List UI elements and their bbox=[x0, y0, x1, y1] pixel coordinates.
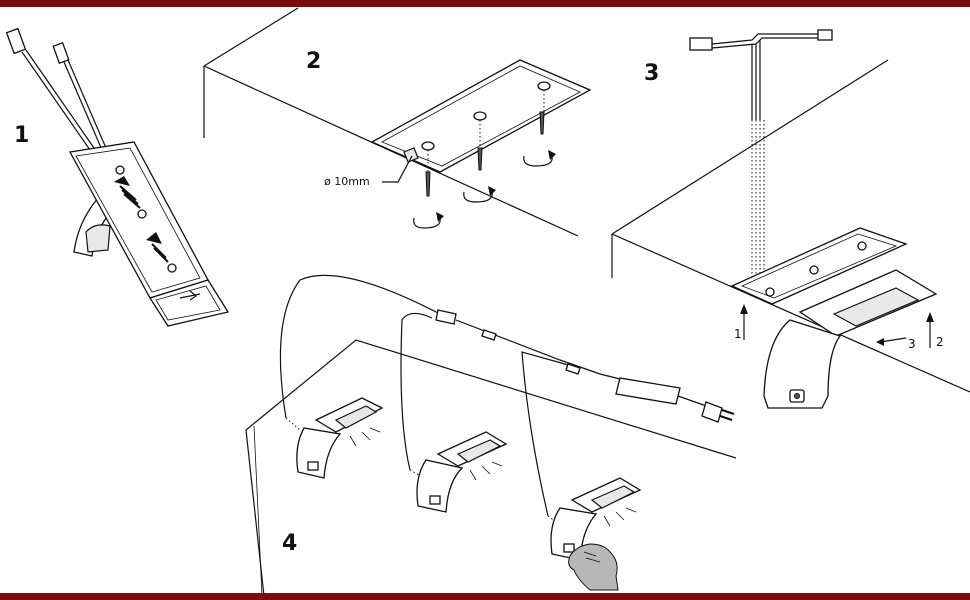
step-1-number: 1 bbox=[14, 123, 29, 148]
power-driver bbox=[615, 377, 681, 405]
arrow-label-2: 2 bbox=[936, 335, 944, 349]
rotation-arrow-icon bbox=[413, 150, 556, 229]
step-4-number: 4 bbox=[282, 531, 297, 556]
step-3-number: 3 bbox=[644, 61, 659, 86]
top-frame-bar bbox=[0, 0, 970, 7]
drill-size-label: ø 10mm bbox=[324, 175, 370, 188]
bottom-frame-bar bbox=[0, 593, 970, 600]
arrow-label-1: 1 bbox=[734, 327, 742, 341]
step-1-panel: 1 bbox=[5, 27, 230, 327]
step-4-panel: 4 bbox=[245, 274, 737, 593]
lamp-2 bbox=[416, 431, 508, 513]
step-3-panel: 3 1 bbox=[611, 29, 970, 409]
screw-icon bbox=[425, 111, 545, 197]
connector-icon bbox=[435, 309, 457, 325]
connector-icon bbox=[5, 27, 70, 65]
lamp-3 bbox=[550, 477, 642, 561]
push-arrow-icon bbox=[740, 304, 934, 348]
plug-icon bbox=[701, 401, 735, 423]
connector-icon bbox=[689, 37, 713, 51]
step-2-number: 2 bbox=[306, 49, 321, 74]
hand-icon bbox=[568, 543, 619, 591]
slide-arrow-icon bbox=[114, 176, 169, 263]
arrow-label-3: 3 bbox=[908, 337, 916, 351]
step-2-panel: 2 ø 10mm bbox=[203, 7, 592, 237]
lamp-1 bbox=[296, 397, 384, 479]
